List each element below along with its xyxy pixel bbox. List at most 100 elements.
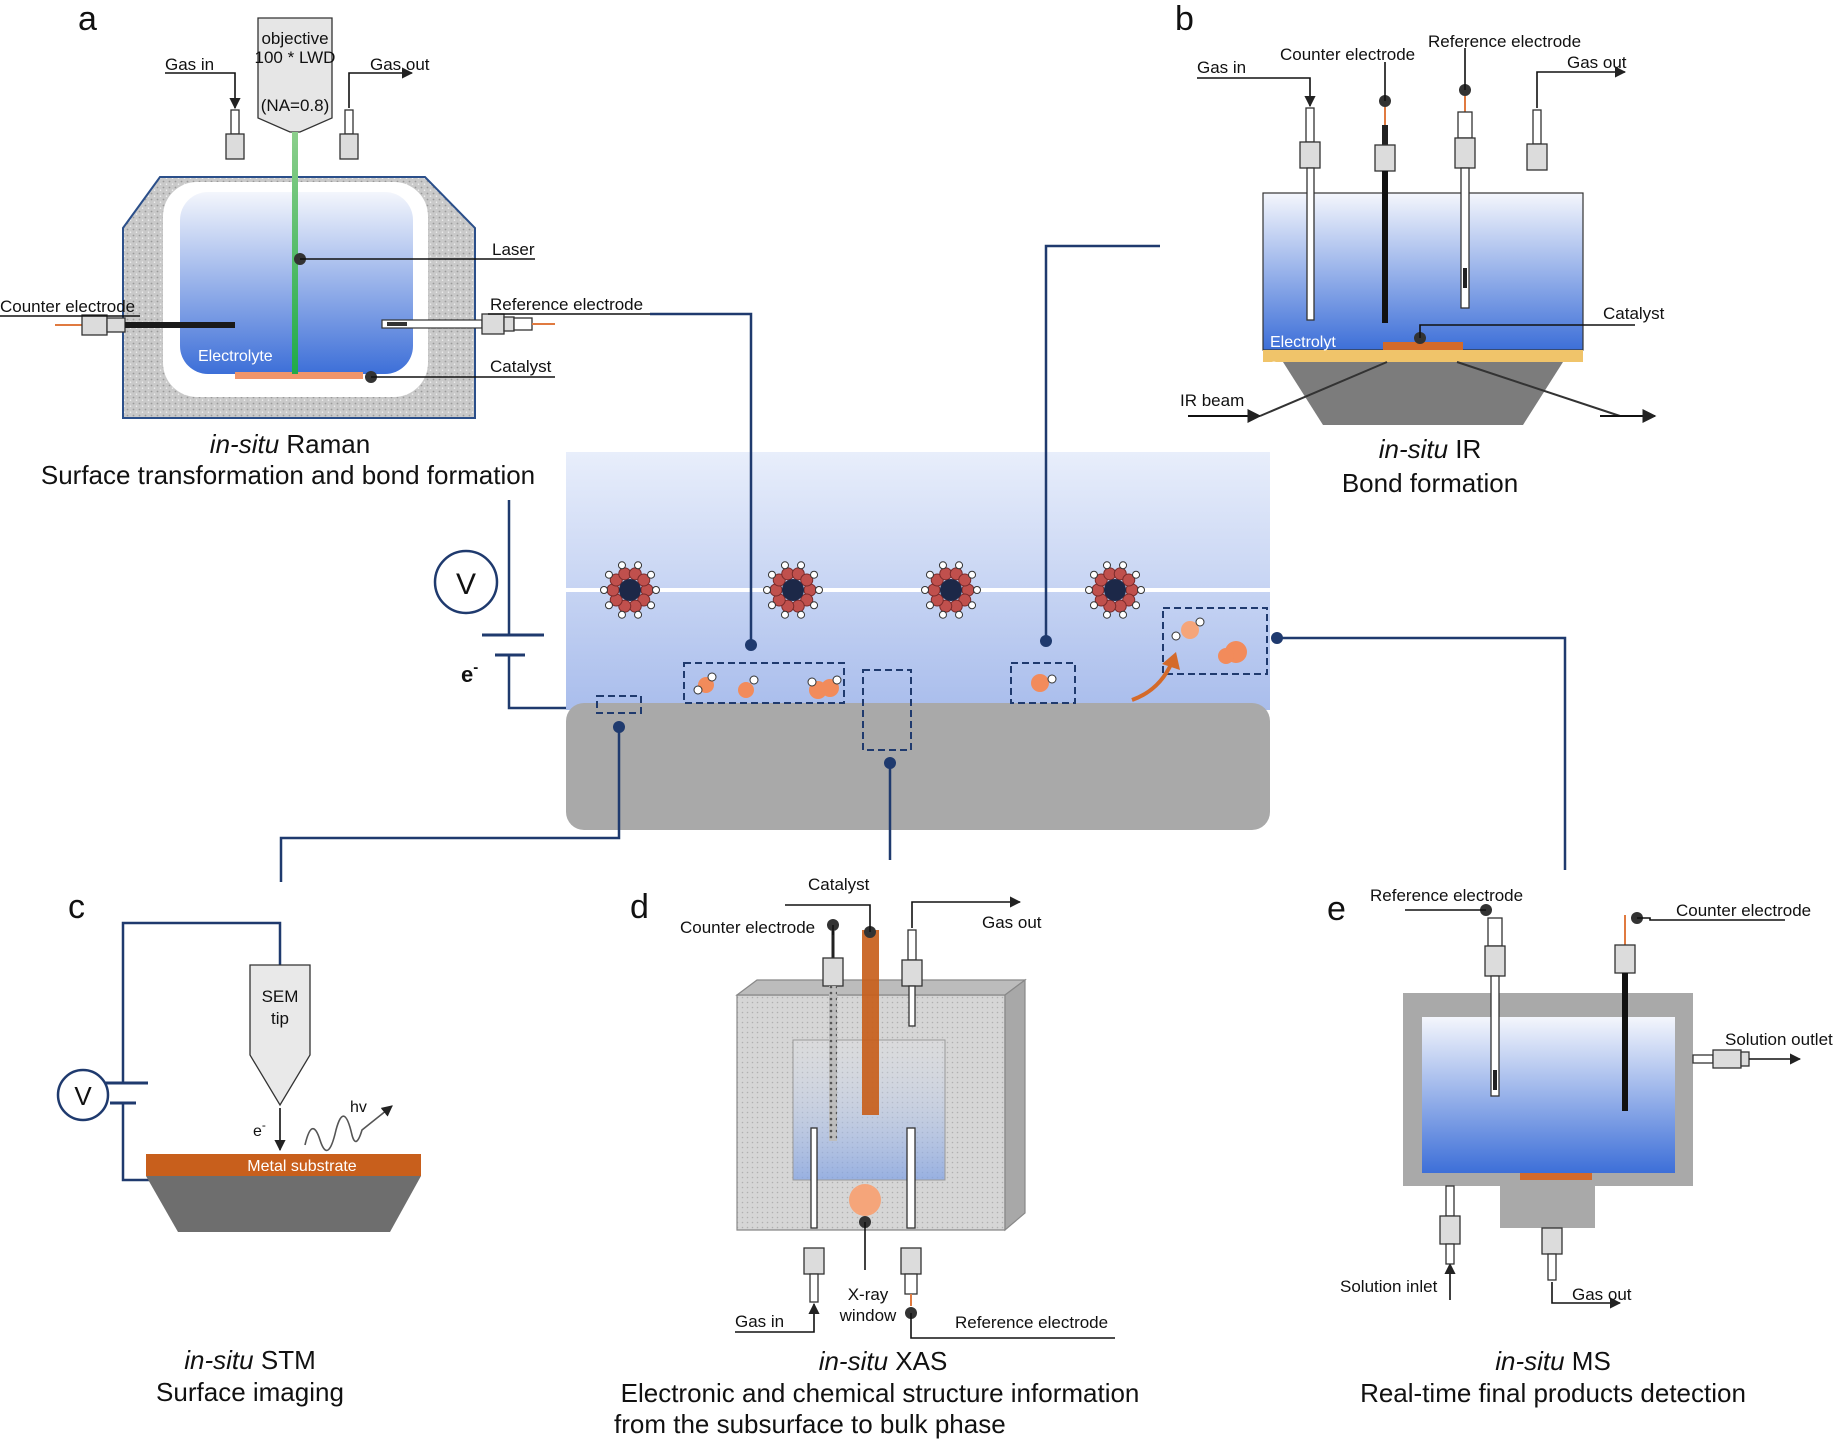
xray-window xyxy=(849,1184,881,1216)
xas-gas-out-tube xyxy=(907,929,917,961)
ir-electrolyte-label-1: Electrolyt xyxy=(1270,334,1336,351)
panel-c-stm: c V SEM tip e- hv Metal substrate in-sit… xyxy=(56,888,421,1407)
ir-electrolyte-label-2: e xyxy=(1270,356,1278,372)
raman-gas-out-arrow xyxy=(348,67,414,108)
xas-gas-out-label: Gas out xyxy=(982,913,1042,932)
xas-caption-desc-2: from the subsurface to bulk phase xyxy=(614,1409,1006,1439)
raman-re-label: Reference electrode xyxy=(490,295,643,314)
connector-stm-dot xyxy=(613,721,625,733)
xas-caption-italic: in-situ xyxy=(819,1346,888,1376)
ms-catalyst-strip xyxy=(1520,1173,1592,1180)
ms-gas-out-tube xyxy=(1547,1253,1557,1281)
central-electrolyte xyxy=(566,452,1270,710)
solvation-water-hydrogen xyxy=(617,610,626,619)
xas-catalyst-label: Catalyst xyxy=(808,875,870,894)
connector-ms xyxy=(1277,636,1567,870)
ms-re-label: Reference electrode xyxy=(1370,886,1523,905)
objective-label-2: 100 * LWD xyxy=(255,48,336,67)
cation-core xyxy=(940,579,962,601)
ms-inlet-label: Solution inlet xyxy=(1340,1277,1438,1296)
xas-counter-electrode xyxy=(829,986,837,1141)
solvation-water-hydrogen xyxy=(604,601,613,610)
stm-voltmeter xyxy=(56,1068,110,1122)
solvation-water-oxygen xyxy=(958,573,972,587)
connector-ir xyxy=(1044,244,1160,641)
stm-caption-title: in-situ STM xyxy=(184,1345,315,1375)
xas-gas-out-fitting xyxy=(901,959,923,987)
ms-caption-title: in-situ MS xyxy=(1495,1346,1611,1376)
ms-product-h xyxy=(1171,631,1181,641)
solvation-water-hydrogen xyxy=(1132,570,1141,579)
panel-d-xas: d Catalyst Counter electrode Gas out Ref… xyxy=(614,875,1139,1439)
solvation-water-hydrogen xyxy=(815,586,823,594)
raman-caption-title: in-situ Raman xyxy=(210,429,370,459)
ms-ce-fitting xyxy=(1614,944,1636,974)
solvation-water-hydrogen xyxy=(600,586,608,594)
central-electron-label: e- xyxy=(461,659,478,687)
ir-gas-in-tube xyxy=(1305,107,1315,143)
solvation-water-hydrogen xyxy=(763,586,771,594)
solvation-water-hydrogen xyxy=(634,610,643,619)
solvation-water-hydrogen xyxy=(955,610,964,619)
solvation-water-hydrogen xyxy=(968,601,977,610)
xas-re-fitting xyxy=(900,1247,922,1275)
raman-catalyst-label: Catalyst xyxy=(490,357,552,376)
solvation-water-hydrogen xyxy=(1119,561,1128,570)
laser-beam xyxy=(292,132,298,374)
raman-re-tip xyxy=(387,322,407,326)
region-ms xyxy=(1162,607,1268,675)
solvation-water-hydrogen xyxy=(767,601,776,610)
ir-ce-rod-top xyxy=(1382,125,1388,145)
ir-re-cap xyxy=(1457,111,1473,139)
region-ir xyxy=(1010,662,1076,704)
molecule-layer xyxy=(600,561,1247,699)
raman-caption-rest: Raman xyxy=(279,429,370,459)
objective-lens xyxy=(257,17,333,133)
xray-window-label-1: X-ray xyxy=(848,1285,889,1304)
ir-catalyst-label: Catalyst xyxy=(1603,304,1665,323)
raman-re-cap xyxy=(513,317,533,331)
xas-gas-in-arrow xyxy=(735,1302,820,1333)
connector-ir-dot xyxy=(1040,635,1052,647)
sem-tip xyxy=(249,964,311,1107)
ir-caption-rest: IR xyxy=(1448,434,1481,464)
ms-caption-italic: in-situ xyxy=(1495,1346,1564,1376)
ir-beam-incident xyxy=(1259,361,1388,417)
ir-gas-out-label: Gas out xyxy=(1567,53,1627,72)
solvation-water-hydrogen xyxy=(938,610,947,619)
stm-voltmeter-label: V xyxy=(74,1081,92,1111)
stm-caption-rest: STM xyxy=(254,1345,316,1375)
solvation-water-oxygen xyxy=(1122,573,1136,587)
xas-re-label: Reference electrode xyxy=(955,1313,1108,1332)
panel-b-ir: b Electrolyt e IR beam Gas in Counter el… xyxy=(1175,0,1665,498)
raman-counter-electrode xyxy=(125,322,235,328)
raman-ce-label: Counter electrode xyxy=(0,297,135,316)
solvation-water-hydrogen xyxy=(797,610,806,619)
ir-prism xyxy=(1283,362,1563,425)
ir-re-tip xyxy=(1463,268,1467,288)
ir-beam-reflected xyxy=(1456,361,1621,417)
ir-adsorbate xyxy=(1031,674,1049,692)
panel-a-letter: a xyxy=(78,0,97,38)
xas-gas-in-inner xyxy=(810,1127,818,1229)
cation-core xyxy=(782,579,804,601)
cation-core xyxy=(1104,579,1126,601)
stm-stage xyxy=(146,1176,421,1232)
ir-ce-label: Counter electrode xyxy=(1280,45,1415,64)
ms-inlet-tube xyxy=(1445,1185,1455,1217)
ir-caption-title: in-situ IR xyxy=(1379,434,1482,464)
panel-c-letter: c xyxy=(68,888,85,926)
stm-electron-sup: - xyxy=(262,1118,266,1132)
solvation-water-hydrogen xyxy=(1085,586,1093,594)
ms-product-h xyxy=(1195,617,1205,627)
product-release-arrowhead xyxy=(1162,652,1180,670)
xas-ce-label: Counter electrode xyxy=(680,918,815,937)
metal-substrate-label: Metal substrate xyxy=(247,1158,356,1175)
ir-gas-in-label: Gas in xyxy=(1197,58,1246,77)
product-h xyxy=(807,677,817,687)
adsorbate-h xyxy=(749,675,759,685)
central-voltmeter xyxy=(433,549,499,615)
solvation-water-hydrogen xyxy=(780,610,789,619)
ms-counter-electrode xyxy=(1622,973,1628,1111)
solvation-water-hydrogen xyxy=(925,570,934,579)
